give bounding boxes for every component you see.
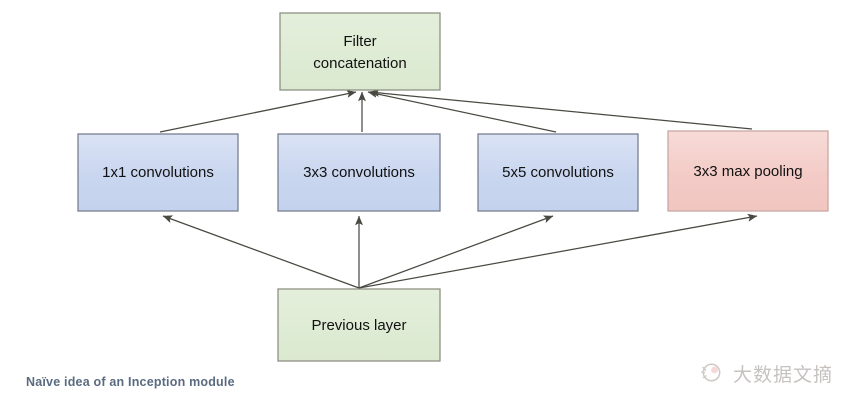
conv-1x1-label: 1x1 convolutions [102, 164, 214, 181]
node-previous-layer[interactable]: Previous layer [277, 288, 441, 362]
previous-layer-label: Previous layer [311, 317, 406, 334]
max-pooling-3x3-box[interactable] [667, 130, 829, 212]
diagram-caption: Naïve idea of an Inception module [26, 375, 235, 389]
conv-5x5-box[interactable] [477, 133, 639, 212]
node-max-pooling-3x3[interactable]: 3x3 max pooling [667, 130, 829, 212]
conv-3x3-label: 3x3 convolutions [303, 164, 415, 181]
previous-layer-box[interactable] [277, 288, 441, 362]
node-conv-3x3[interactable]: 3x3 convolutions [277, 133, 441, 212]
filter-concatenation-label-line2: concatenation [313, 55, 406, 72]
max-pooling-3x3-label: 3x3 max pooling [693, 163, 802, 180]
edge-group-previous-layer-out [162, 213, 758, 289]
edge-5x5-to-concat [367, 90, 557, 133]
conv-3x3-box[interactable] [277, 133, 441, 212]
conv-1x1-box[interactable] [77, 133, 239, 212]
filter-concatenation-label-line1: Filter [343, 33, 376, 50]
edge-group-filter-concatenation-in [159, 88, 753, 133]
node-filter-concatenation[interactable]: Filter concatenation [279, 12, 441, 91]
edge-max-pooling-to-concat [369, 88, 753, 130]
watermark-text: 大数据文摘 [732, 363, 833, 386]
conv-5x5-label: 5x5 convolutions [502, 164, 614, 181]
edge-prev-to-5x5 [358, 215, 554, 289]
node-conv-5x5[interactable]: 5x5 convolutions [477, 133, 639, 212]
edge-prev-to-max-pooling [358, 213, 758, 289]
filter-concatenation-box[interactable] [279, 12, 441, 91]
edge-1x1-to-concat [159, 89, 357, 133]
bigdata-digest-logo-icon [695, 358, 725, 388]
watermark: 大数据文摘 [695, 358, 833, 388]
node-conv-1x1[interactable]: 1x1 convolutions [77, 133, 239, 212]
edge-prev-to-1x1 [162, 215, 360, 289]
